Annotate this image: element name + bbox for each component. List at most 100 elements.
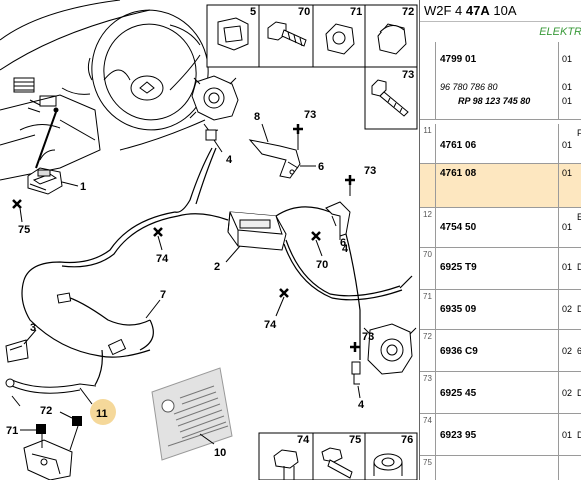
inset-label: 73 — [402, 69, 414, 81]
inset-label: 74 — [297, 434, 310, 446]
inset-label: 71 — [350, 6, 362, 18]
part-quantity: 01 — [562, 140, 573, 150]
part-reference[interactable]: 4761 08 — [440, 168, 477, 179]
part-reference[interactable]: 6935 09 — [440, 304, 477, 315]
part-row[interactable]: 70 6925 T9 01 D — [420, 248, 581, 290]
part-quantity: 02 — [562, 304, 573, 314]
hardware-insets: 5 70 71 72 73 74 75 76 — [206, 4, 418, 480]
part-reference[interactable]: 6925 T9 — [440, 262, 477, 273]
clip-icon — [217, 17, 249, 51]
switch-part-1 — [27, 167, 63, 195]
inset-label: 75 — [349, 434, 361, 446]
bracket-part-6b — [325, 201, 351, 237]
row-index: 71 — [420, 290, 436, 329]
diagram-svg: 1 2 3 4 4 4 6 6 7 8 10 11 70 71 72 73 73… — [0, 0, 417, 481]
part-row[interactable]: 4799 01 01 96 780 786 80 01 RP 98 123 74… — [420, 42, 581, 120]
part-row[interactable]: 73 6925 45 02 D — [420, 372, 581, 414]
lower-right-caliper — [351, 323, 417, 385]
truncated-text: D — [577, 388, 581, 398]
truncated-text: D — [577, 304, 581, 314]
parts-list-panel: W2F 4 47A 10A ELEKTR 4799 01 01 96 780 7… — [419, 0, 581, 480]
cable-end-7 — [56, 292, 127, 356]
truncated-text: F — [577, 128, 581, 138]
callout-label: 10 — [214, 447, 226, 459]
row-index: 75 — [420, 456, 436, 480]
cap-nut-icon — [377, 23, 407, 55]
title-bold-part: 47A — [465, 3, 490, 18]
row-index: 70 — [420, 248, 436, 289]
part-quantity: 02 — [562, 346, 573, 356]
callout-label: 71 — [6, 425, 18, 437]
part-reference[interactable]: 6925 45 — [440, 388, 477, 399]
callout-label: 2 — [214, 261, 220, 273]
title-prefix: W2F 4 — [424, 3, 463, 18]
row-index — [420, 164, 436, 207]
part-row[interactable]: 11 4761 06 01 F — [420, 124, 581, 164]
flange-bolt-icon — [273, 449, 299, 480]
part-quantity: 02 — [562, 388, 573, 398]
part-reference[interactable]: 4761 06 — [440, 140, 477, 151]
callout-label: 4 — [342, 243, 349, 255]
callout-label: 8 — [254, 111, 260, 123]
part-row[interactable]: 71 6935 09 02 D — [420, 290, 581, 330]
part-quantity: 01 — [562, 262, 573, 272]
inset-label: 5 — [250, 6, 256, 18]
square-marker-71 — [36, 424, 46, 434]
part-quantity: 01 — [562, 96, 573, 106]
part-quantity: 01 — [562, 54, 573, 64]
row-index — [420, 42, 436, 119]
screw-icon — [321, 447, 353, 479]
exploded-parts-diagram: 1 2 3 4 4 4 6 6 7 8 10 11 70 71 72 73 73… — [0, 0, 418, 481]
part-reference[interactable]: 6923 95 — [440, 430, 477, 441]
row-index: 73 — [420, 372, 436, 413]
callout-label: 73 — [304, 109, 316, 121]
callout-label: 72 — [40, 405, 52, 417]
truncated-text: D — [577, 262, 581, 272]
category-subtitle: ELEKTR — [539, 26, 581, 38]
part-note: 96 780 786 80 — [440, 82, 498, 92]
callout-label: 4 — [358, 399, 365, 411]
spacer-icon — [373, 453, 403, 476]
part-row[interactable]: 75 — [420, 456, 581, 480]
row-index: 72 — [420, 330, 436, 371]
inset-label: 70 — [298, 6, 310, 18]
part-row[interactable]: 74 6923 95 01 D — [420, 414, 581, 456]
lower-left-bracket-3 — [5, 339, 97, 407]
callout-label: 74 — [264, 319, 277, 331]
callout-label: 70 — [316, 259, 328, 271]
callout-label: 7 — [160, 289, 166, 301]
callout-label: 6 — [340, 237, 346, 249]
callout-highlight-11 — [90, 399, 116, 425]
row-index: 12 — [420, 208, 436, 247]
callout-label: 74 — [156, 253, 169, 265]
callout-label: 3 — [30, 322, 36, 334]
callout-label: 6 — [318, 161, 324, 173]
bracket-part-6 — [248, 139, 301, 179]
part-row[interactable]: 72 6936 C9 02 6 — [420, 330, 581, 372]
callout-label: 4 — [226, 154, 233, 166]
truncated-text: E — [577, 212, 581, 222]
lower-left-mount — [23, 439, 73, 481]
callout-labels: 1 2 3 4 4 4 6 6 7 8 10 11 70 71 72 73 73… — [6, 109, 376, 459]
part-quantity: 01 — [562, 168, 573, 178]
callout-label: 75 — [18, 224, 30, 236]
part-row-highlighted[interactable]: 4761 08 01 — [420, 164, 581, 208]
square-marker-72 — [72, 416, 82, 426]
part-quantity: 01 — [562, 222, 573, 232]
warning-label-10 — [151, 367, 233, 461]
nut-icon — [325, 23, 355, 55]
bolt-icon — [267, 21, 307, 47]
upper-caliper — [189, 75, 239, 141]
part-quantity: 01 — [562, 82, 573, 92]
actuator-unit-2 — [227, 211, 287, 251]
callout-label: 11 — [96, 408, 108, 420]
part-row[interactable]: 12 4754 50 01 E — [420, 208, 581, 248]
part-reference[interactable]: 4754 50 — [440, 222, 477, 233]
part-reference[interactable]: 6936 C9 — [440, 346, 478, 357]
callout-label: 1 — [80, 181, 86, 193]
callout-label: 73 — [364, 165, 376, 177]
cross-markers — [12, 124, 360, 352]
brake-cables — [21, 147, 413, 386]
inset-label: 72 — [402, 6, 414, 18]
part-reference[interactable]: 4799 01 — [440, 54, 477, 65]
